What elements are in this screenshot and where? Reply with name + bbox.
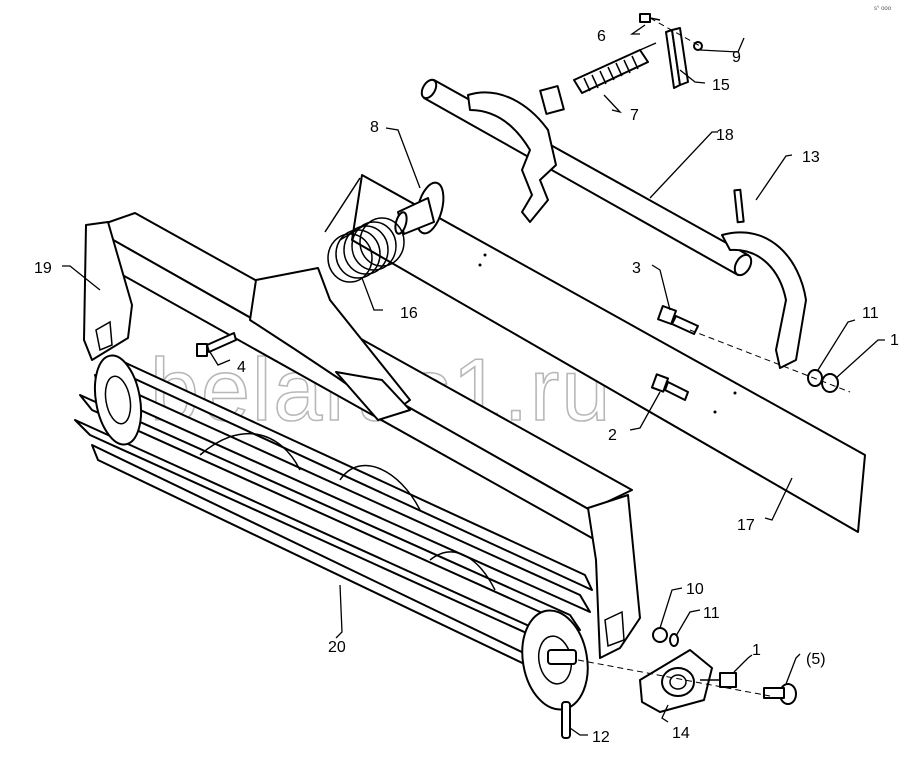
leader-lines [62,24,885,736]
callout-5: (5) [806,651,826,668]
part-7-threaded-rod [573,42,657,94]
part-14-bearing-flange [639,649,713,713]
callout-4: 4 [237,359,246,376]
part-1-bolt-lower [700,672,737,688]
part-1-nut-upper [821,373,839,393]
corner-mark: s° ooo [874,6,892,12]
callout-6: 6 [597,28,606,45]
callout-11-upper: 11 [862,305,879,322]
axis-line-upper [689,329,851,393]
part-4-bolt [196,332,237,357]
callout-13: 13 [802,149,820,166]
part-12-pin [561,701,571,739]
callout-16: 16 [400,305,418,322]
shroud [249,267,411,421]
callout-1-upper: 1 [890,332,899,349]
part-20-reel [74,354,593,711]
part-8-spacer [394,181,445,235]
callout-12: 12 [592,729,610,746]
callout-7: 7 [630,107,639,124]
callout-14: 14 [672,725,690,742]
part-2-bolt [650,373,689,401]
spring-guide-lines [324,177,371,241]
callout-11-lower: 11 [703,605,720,622]
part-3-bolt [657,305,699,335]
callout-18: 18 [716,127,734,144]
part-15-split-pin [665,27,689,89]
callout-9: 9 [732,49,741,66]
callout-3: 3 [632,260,641,277]
callout-8: 8 [370,119,379,136]
axis-line-lower [577,659,771,697]
part-13-curved-arm [721,188,807,369]
part-5-bolt [763,683,797,705]
part-17-beam [351,174,866,533]
part-10-nut [652,627,668,643]
callout-17: 17 [737,517,755,534]
callout-1-lower: 1 [752,642,761,659]
callout-10: 10 [686,581,704,598]
callout-20: 20 [328,639,346,656]
part-18-tube [420,78,753,277]
bracket-left [467,85,565,223]
callout-15: 15 [712,77,730,94]
callout-2: 2 [608,427,617,444]
callout-19: 19 [34,260,52,277]
part-11-washer-lower [669,633,679,647]
